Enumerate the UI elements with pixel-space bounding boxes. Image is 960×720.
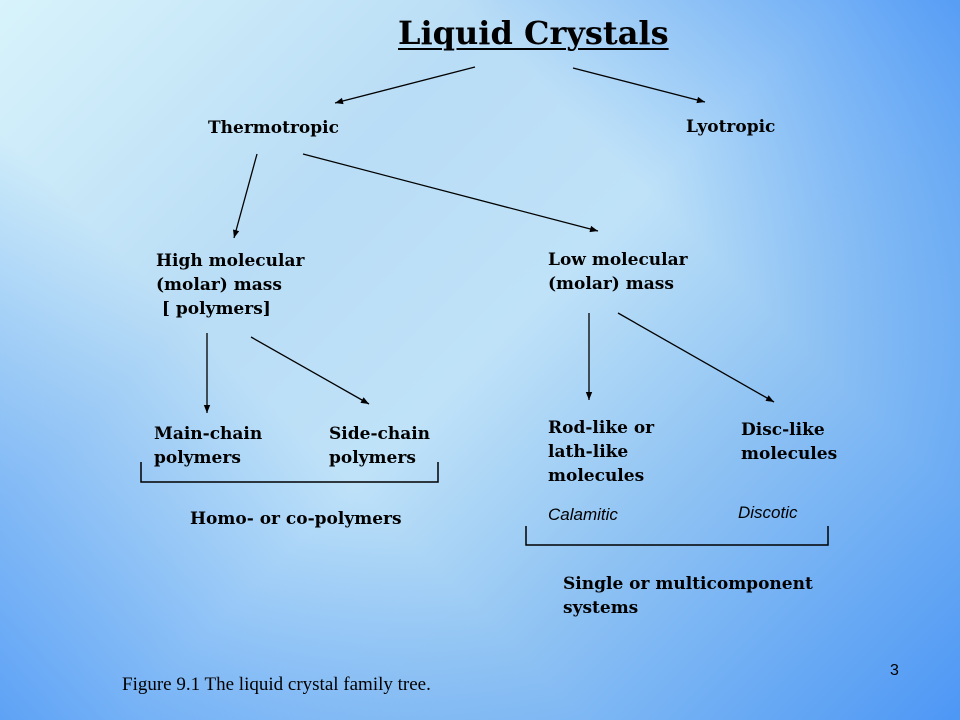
node-high-molecular-mass: High molecular (molar) mass [ polymers] [156,251,305,319]
node-low-molecular-mass: Low molecular (molar) mass [548,250,688,294]
bracket-molecules [525,526,829,546]
label-discotic: Discotic [738,503,798,522]
edge-thermotropic-low [302,153,599,233]
edge-lc-lyotropic [572,67,706,104]
node-lyotropic: Lyotropic [686,117,776,137]
node-thermotropic: Thermotropic [208,118,339,138]
edge-low-disc [617,312,775,403]
node-disc-like-molecules: Disc-like molecules [741,420,838,464]
node-homo-co-polymers: Homo- or co-polymers [190,509,402,529]
node-rod-like-molecules: Rod-like or lath-like molecules [548,418,655,486]
edge-high-side [250,336,370,405]
figure-caption: Figure 9.1 The liquid crystal family tre… [122,674,431,695]
node-side-chain-polymers: Side-chain polymers [329,424,431,468]
bracket-polymers [140,462,439,483]
edge-lc-thermotropic [334,66,476,105]
label-calamitic: Calamitic [548,505,618,524]
node-single-multicomponent: Single or multicomponent systems [563,574,813,618]
diagram-title: Liquid Crystals [398,14,669,52]
page-number: 3 [890,662,899,679]
edge-thermotropic-high [233,153,258,239]
node-main-chain-polymers: Main-chain polymers [154,424,263,468]
